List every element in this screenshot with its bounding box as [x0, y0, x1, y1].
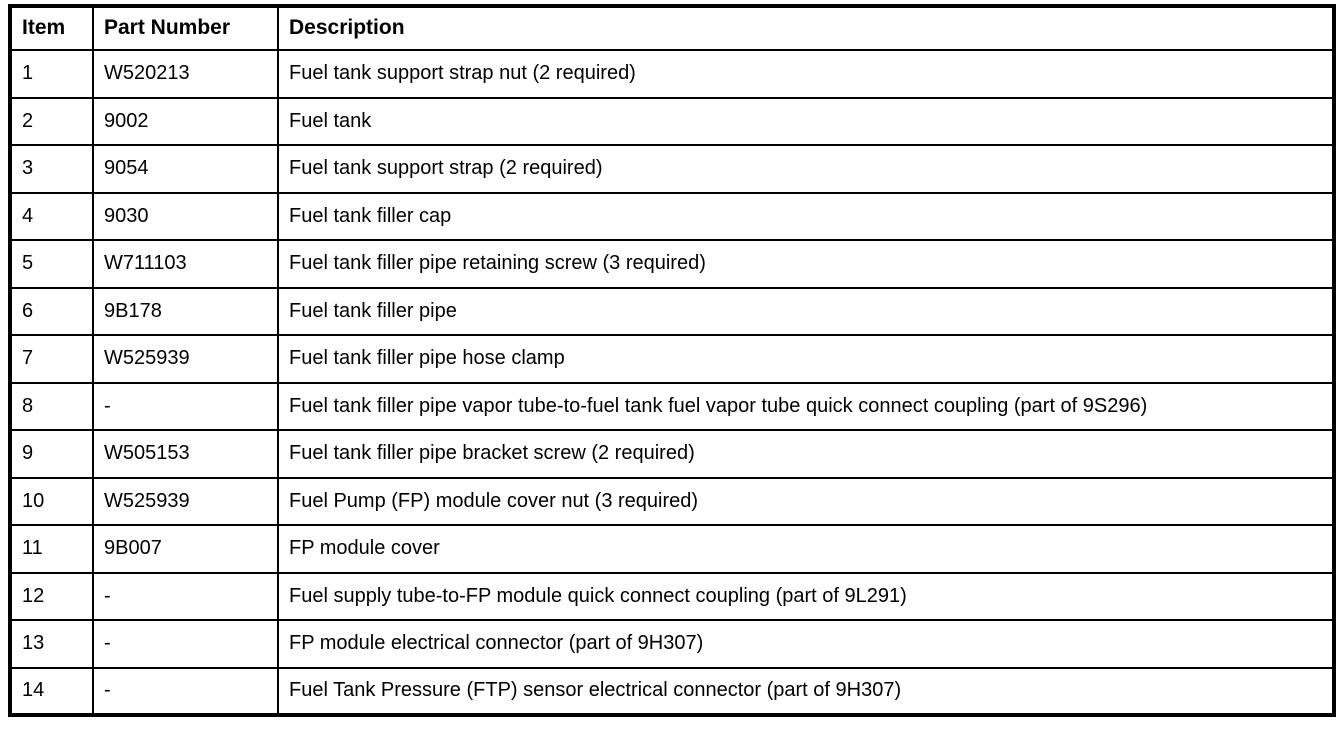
description-cell: Fuel tank filler cap: [277, 191, 1335, 241]
table-row: 11 9B007 FP module cover: [9, 524, 1335, 574]
part-number-cell: 9054: [92, 144, 279, 194]
item-cell: 3: [9, 144, 94, 194]
table-row: 3 9054 Fuel tank support strap (2 requir…: [9, 144, 1335, 194]
item-cell: 6: [9, 286, 94, 336]
table-row: 12 - Fuel supply tube-to-FP module quick…: [9, 571, 1335, 621]
item-cell: 1: [9, 49, 94, 99]
description-cell: Fuel tank filler pipe hose clamp: [277, 334, 1335, 384]
part-number-cell: W520213: [92, 49, 279, 99]
part-number-cell: -: [92, 571, 279, 621]
part-number-cell: 9002: [92, 96, 279, 146]
table-row: 8 - Fuel tank filler pipe vapor tube-to-…: [9, 381, 1335, 431]
table-row: 13 - FP module electrical connector (par…: [9, 619, 1335, 669]
item-cell: 2: [9, 96, 94, 146]
table-row: 4 9030 Fuel tank filler cap: [9, 191, 1335, 241]
description-cell: Fuel tank support strap (2 required): [277, 144, 1335, 194]
description-cell: Fuel tank filler pipe vapor tube-to-fuel…: [277, 381, 1335, 431]
table-row: 5 W711103 Fuel tank filler pipe retainin…: [9, 239, 1335, 289]
description-cell: FP module cover: [277, 524, 1335, 574]
table-row: 7 W525939 Fuel tank filler pipe hose cla…: [9, 334, 1335, 384]
item-cell: 8: [9, 381, 94, 431]
item-cell: 5: [9, 239, 94, 289]
part-number-cell: 9B007: [92, 524, 279, 574]
table-row: 9 W505153 Fuel tank filler pipe bracket …: [9, 429, 1335, 479]
description-cell: Fuel tank support strap nut (2 required): [277, 49, 1335, 99]
column-header-description: Description: [277, 5, 1335, 51]
part-number-cell: W711103: [92, 239, 279, 289]
item-cell: 11: [9, 524, 94, 574]
table-row: 6 9B178 Fuel tank filler pipe: [9, 286, 1335, 336]
description-cell: Fuel Pump (FP) module cover nut (3 requi…: [277, 476, 1335, 526]
column-header-part-number: Part Number: [92, 5, 279, 51]
parts-table-body: 1 W520213 Fuel tank support strap nut (2…: [9, 49, 1335, 716]
item-cell: 10: [9, 476, 94, 526]
part-number-cell: W505153: [92, 429, 279, 479]
table-row: 1 W520213 Fuel tank support strap nut (2…: [9, 49, 1335, 99]
part-number-cell: -: [92, 619, 279, 669]
table-row: 10 W525939 Fuel Pump (FP) module cover n…: [9, 476, 1335, 526]
description-cell: Fuel tank filler pipe retaining screw (3…: [277, 239, 1335, 289]
part-number-cell: W525939: [92, 476, 279, 526]
item-cell: 9: [9, 429, 94, 479]
item-cell: 13: [9, 619, 94, 669]
description-cell: FP module electrical connector (part of …: [277, 619, 1335, 669]
item-cell: 7: [9, 334, 94, 384]
item-cell: 14: [9, 666, 94, 716]
header-row: Item Part Number Description: [9, 5, 1335, 51]
description-cell: Fuel tank filler pipe bracket screw (2 r…: [277, 429, 1335, 479]
part-number-cell: 9B178: [92, 286, 279, 336]
table-row: 14 - Fuel Tank Pressure (FTP) sensor ele…: [9, 666, 1335, 716]
table-row: 2 9002 Fuel tank: [9, 96, 1335, 146]
item-cell: 12: [9, 571, 94, 621]
description-cell: Fuel supply tube-to-FP module quick conn…: [277, 571, 1335, 621]
part-number-cell: -: [92, 666, 279, 716]
column-header-item: Item: [9, 5, 94, 51]
parts-table-header: Item Part Number Description: [9, 5, 1335, 51]
description-cell: Fuel Tank Pressure (FTP) sensor electric…: [277, 666, 1335, 716]
part-number-cell: -: [92, 381, 279, 431]
parts-table: Item Part Number Description 1 W520213 F…: [8, 4, 1336, 717]
description-cell: Fuel tank filler pipe: [277, 286, 1335, 336]
part-number-cell: 9030: [92, 191, 279, 241]
description-cell: Fuel tank: [277, 96, 1335, 146]
part-number-cell: W525939: [92, 334, 279, 384]
item-cell: 4: [9, 191, 94, 241]
